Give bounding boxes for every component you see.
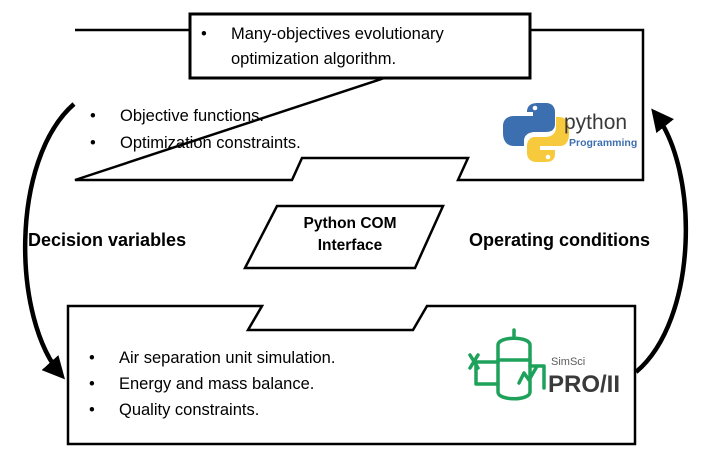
top-bullet-1-text: Objective functions. [120, 107, 264, 125]
bottom-bullet-1-text: Air separation unit simulation. [119, 349, 336, 367]
right-arrow [634, 108, 689, 374]
proii-logo-small: SimSci [551, 356, 586, 368]
bullet-dot: • [89, 375, 95, 393]
bottom-bullet-2-text: Energy and mass balance. [119, 375, 315, 393]
inner-bullet-1: • Many-objectives evolutionary [201, 22, 444, 47]
top-bullet-1: • Objective functions. [90, 104, 264, 129]
python-logo-word: python [564, 111, 628, 134]
proii-logo-big: PRO/II [548, 371, 621, 398]
top-bullet-2-text: Optimization constraints. [120, 134, 301, 152]
top-inner-box [188, 12, 532, 80]
bottom-bullet-3-text: Quality constraints. [119, 401, 260, 419]
com-interface-line1: Python COM [303, 215, 397, 232]
bullet-dot: • [90, 107, 96, 125]
bottom-bullet-3: • Quality constraints. [89, 398, 259, 423]
python-logo-icon [503, 103, 569, 162]
bullet-dot: • [89, 349, 95, 367]
bottom-bullet-2: • Energy and mass balance. [89, 372, 314, 397]
inner-bullet-1-text-cont: optimization algorithm. [231, 50, 397, 68]
com-interface-shape [242, 204, 445, 270]
inner-bullet-1-cont: optimization algorithm. [231, 47, 396, 72]
inner-bullet-1-text: Many-objectives evolutionary [231, 25, 444, 43]
com-interface-line2: Interface [317, 237, 383, 254]
operating-conditions-label: Operating conditions [469, 230, 651, 250]
bottom-bullet-1: • Air separation unit simulation. [89, 346, 335, 371]
bullet-dot: • [201, 25, 207, 43]
proii-flask-icon [468, 328, 546, 401]
top-bullet-2: • Optimization constraints. [90, 131, 301, 156]
com-interface-label: Python COM Interface [262, 213, 438, 257]
bullet-dot: • [89, 401, 95, 419]
bottom-box-outline [66, 304, 637, 446]
left-arrow [23, 102, 76, 380]
decision-variables-label: Decision variables [28, 230, 187, 250]
bullet-dot: • [90, 134, 96, 152]
python-logo-sub: Programming [569, 137, 638, 149]
